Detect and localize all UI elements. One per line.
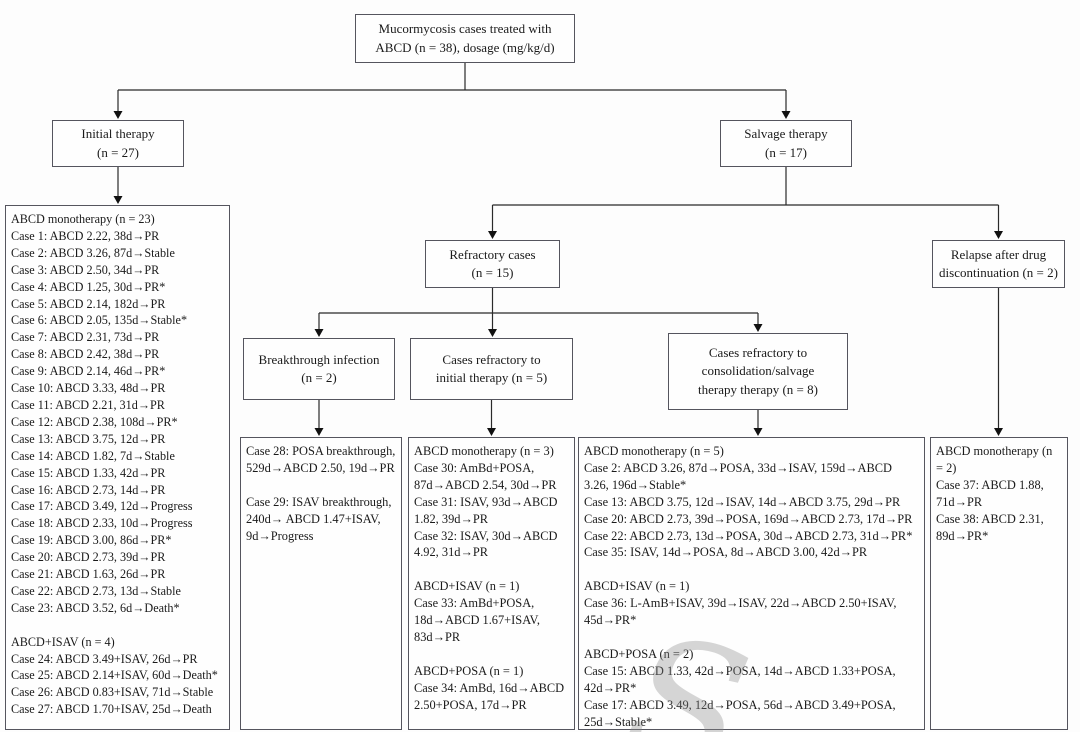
text-line: Case 24: ABCD 3.49+ISAV, 26d→PR: [11, 651, 198, 666]
text-line: [584, 561, 919, 578]
text-line: ABCD+ISAV (n = 4): [11, 634, 115, 649]
text-line: ABCD monotherapy (n = 3): [414, 444, 554, 458]
text-line: [11, 617, 224, 634]
text-line: ABCD monotherapy (n = 5): [584, 444, 724, 458]
node-salvage-therapy: Salvage therapy (n = 17): [720, 120, 852, 167]
text-line: Case 21: ABCD 1.63, 26d→PR: [11, 567, 166, 582]
text-line: Case 3: ABCD 2.50, 34d→PR: [11, 262, 160, 277]
text-line: Case 4: ABCD 1.25, 30d→PR*: [11, 279, 166, 294]
text-line: Case 29: ISAV breakthrough, 240d→ ABCD 1…: [246, 494, 392, 543]
text-line: ABCD+POSA (n = 2): [584, 646, 694, 661]
text-line: Case 34: AmBd, 16d→ABCD 2.50+POSA, 17d→P…: [414, 680, 565, 712]
text-line: Case 16: ABCD 2.73, 14d→PR: [11, 482, 166, 497]
text-line: Case 6: ABCD 2.05, 135d→Stable*: [11, 313, 188, 328]
text-line: Case 20: ABCD 2.73, 39d→POSA, 169d→ABCD …: [584, 511, 913, 526]
node-title: Mucormycosis cases treated with ABCD (n …: [355, 14, 575, 63]
text-line: ABCD monotherapy (n = 2): [936, 444, 1053, 475]
text-line: Case 25: ABCD 2.14+ISAV, 60d→Death*: [11, 668, 218, 683]
detail-refractory-consolidation-cases: ABCD monotherapy (n = 5) Case 2: ABCD 3.2…: [578, 437, 925, 730]
text-line: Case 38: ABCD 2.31, 89d→PR*: [936, 511, 1044, 543]
text-line: [584, 629, 919, 646]
text-line: Case 11: ABCD 2.21, 31d→PR: [11, 397, 165, 412]
text-line: Case 12: ABCD 2.38, 108d→PR*: [11, 414, 178, 429]
text-line: Case 20: ABCD 2.73, 39d→PR: [11, 550, 166, 565]
detail-initial-therapy-cases: ABCD monotherapy (n = 23) Case 1: ABCD 2.…: [5, 205, 230, 730]
text-line: Case 9: ABCD 2.14, 46d→PR*: [11, 364, 166, 379]
text-line: Case 22: ABCD 2.73, 13d→Stable: [11, 583, 181, 598]
text-line: Case 7: ABCD 2.31, 73d→PR: [11, 330, 160, 345]
text-line: Case 17: ABCD 3.49, 12d→Progress: [11, 499, 193, 514]
text-line: Case 30: AmBd+POSA, 87d→ABCD 2.54, 30d→P…: [414, 460, 557, 492]
node-refractory-cases-label: Refractory cases (n = 15): [449, 246, 536, 280]
text-line: Case 36: L-AmB+ISAV, 39d→ISAV, 22d→ABCD …: [584, 596, 897, 628]
text-line: Case 33: AmBd+POSA, 18d→ABCD 1.67+ISAV, …: [414, 596, 540, 644]
text-line: [414, 561, 569, 578]
text-line: Case 35: ISAV, 14d→POSA, 8d→ABCD 3.00, 4…: [584, 545, 868, 560]
text-line: Case 28: POSA breakthrough, 529d→ABCD 2.…: [246, 444, 396, 475]
text-line: [414, 646, 569, 663]
text-line: ABCD+POSA (n = 1): [414, 663, 524, 678]
node-breakthrough-infection: Breakthrough infection (n = 2): [243, 338, 395, 400]
node-refractory-consolidation-label: Cases refractory to consolidation/salvag…: [698, 345, 818, 397]
text-line: ABCD+ISAV (n = 1): [414, 579, 520, 594]
node-relapse-label: Relapse after drug discontinuation (n = …: [939, 246, 1058, 280]
text-line: Case 2: ABCD 3.26, 87d→POSA, 33d→ISAV, 1…: [584, 460, 892, 492]
text-line: Case 18: ABCD 2.33, 10d→Progress: [11, 516, 193, 531]
text-line: Case 14: ABCD 1.82, 7d→Stable: [11, 448, 175, 463]
text-line: Case 2: ABCD 3.26, 87d→Stable: [11, 245, 175, 260]
node-breakthrough-infection-label: Breakthrough infection (n = 2): [258, 351, 380, 385]
text-line: Case 17: ABCD 3.49, 12d→POSA, 56d→ABCD 3…: [584, 697, 896, 729]
text-line: Case 27: ABCD 1.70+ISAV, 25d→Death: [11, 702, 212, 717]
text-line: Case 13: ABCD 3.75, 12d→ISAV, 14d→ABCD 3…: [584, 494, 901, 509]
text-line: Case 32: ISAV, 30d→ABCD 4.92, 31d→PR: [414, 528, 558, 560]
node-relapse: Relapse after drug discontinuation (n = …: [932, 240, 1065, 288]
node-initial-therapy: Initial therapy (n = 27): [52, 120, 184, 167]
text-line: Case 19: ABCD 3.00, 86d→PR*: [11, 533, 172, 548]
text-line: Case 31: ISAV, 93d→ABCD 1.82, 39d→PR: [414, 494, 558, 526]
text-line: Case 1: ABCD 2.22, 38d→PR: [11, 228, 160, 243]
text-line: Case 8: ABCD 2.42, 38d→PR: [11, 347, 160, 362]
text-line: ABCD monotherapy (n = 23): [11, 212, 155, 226]
node-refractory-initial-label: Cases refractory to initial therapy (n =…: [435, 351, 548, 385]
text-line: Case 22: ABCD 2.73, 13d→POSA, 30d→ABCD 2…: [584, 528, 913, 543]
node-initial-therapy-label: Initial therapy (n = 27): [81, 126, 155, 160]
text-line: Case 10: ABCD 3.33, 48d→PR: [11, 381, 166, 396]
text-line: ABCD+ISAV (n = 1): [584, 579, 690, 594]
text-line: [246, 477, 396, 494]
node-refractory-initial: Cases refractory to initial therapy (n =…: [410, 338, 573, 400]
node-title-label: Mucormycosis cases treated with ABCD (n …: [375, 21, 555, 55]
text-line: Case 37: ABCD 1.88, 71d→PR: [936, 477, 1044, 509]
text-line: Case 13: ABCD 3.75, 12d→PR: [11, 431, 166, 446]
node-refractory-cases: Refractory cases (n = 15): [425, 240, 560, 288]
text-line: Case 26: ABCD 0.83+ISAV, 71d→Stable: [11, 685, 214, 700]
text-line: Case 15: ABCD 1.33, 42d→PR: [11, 465, 166, 480]
node-refractory-consolidation: Cases refractory to consolidation/salvag…: [668, 333, 848, 410]
arrowheads: [113, 111, 1003, 436]
text-line: Case 15: ABCD 1.33, 42d→POSA, 14d→ABCD 1…: [584, 663, 896, 695]
node-salvage-therapy-label: Salvage therapy (n = 17): [744, 126, 828, 160]
detail-relapse-cases: ABCD monotherapy (n = 2)Case 37: ABCD 1.…: [930, 437, 1068, 730]
detail-breakthrough-cases: Case 28: POSA breakthrough, 529d→ABCD 2.…: [240, 437, 402, 730]
detail-refractory-initial-cases: ABCD monotherapy (n = 3) Case 30: AmBd+PO…: [408, 437, 575, 730]
text-line: Case 23: ABCD 3.52, 6d→Death*: [11, 600, 180, 615]
text-line: Case 5: ABCD 2.14, 182d→PR: [11, 296, 166, 311]
